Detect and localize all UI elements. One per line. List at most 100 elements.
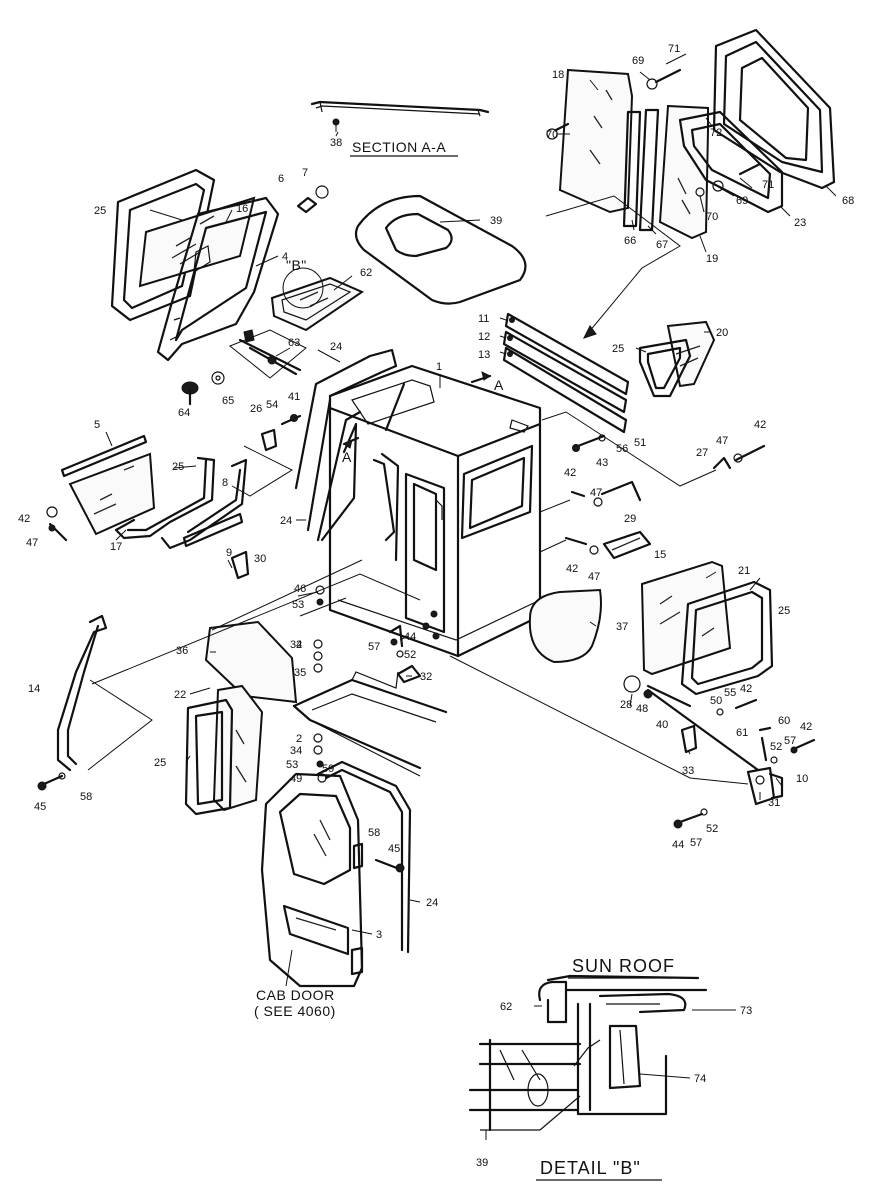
roll-frame: [294, 348, 406, 562]
left-leader: [231, 445, 294, 497]
callout-39: 39: [476, 1157, 488, 1169]
callout-53: 53: [286, 759, 298, 771]
callout-42: 42: [754, 419, 766, 431]
gas-strut: [238, 329, 302, 376]
callout-45: 45: [388, 843, 400, 855]
section-aa-profile: [310, 100, 490, 132]
callout-67: 67: [656, 239, 668, 251]
callout-72: 72: [710, 127, 722, 139]
bracket-8: [160, 458, 248, 550]
callout-19: 19: [706, 253, 718, 265]
callout-1: 1: [436, 361, 442, 373]
callout-34: 34: [290, 639, 302, 651]
rear-window-frame-23: [678, 110, 784, 214]
callout-65: 65: [222, 395, 234, 407]
callout-60: 60: [778, 715, 790, 727]
left-window-seal: [110, 168, 216, 322]
latch-6: [296, 196, 318, 214]
window-seal-25-lower: [184, 698, 234, 816]
callout-38: 38: [330, 137, 342, 149]
quarter-window-seal: [638, 338, 692, 398]
bolt-43: [572, 434, 606, 452]
floor-fasteners: [313, 585, 422, 783]
callout-41: 41: [288, 391, 300, 403]
callout-66: 66: [624, 235, 636, 247]
callout-53: 53: [292, 599, 304, 611]
callout-44: 44: [672, 839, 684, 851]
cab-body: [328, 364, 542, 658]
callout-42: 42: [566, 563, 578, 575]
washer-65: [211, 371, 225, 385]
bolt-set-center-right: [564, 480, 652, 560]
callout-24: 24: [426, 897, 438, 909]
callout-36: 36: [176, 645, 188, 657]
callout-52: 52: [404, 649, 416, 661]
bracket-9: [182, 512, 244, 548]
callout-3: 3: [376, 929, 382, 941]
callout-4: 4: [282, 251, 288, 263]
callout-42: 42: [800, 721, 812, 733]
right-fasteners: [673, 698, 816, 829]
callout-68: 68: [842, 195, 854, 207]
callout-21: 21: [738, 565, 750, 577]
callout-55: 55: [724, 687, 736, 699]
callout-numbers: 1 2 2 3 4 5 6 7 8 9 10 11 12 13 14 15 16…: [18, 43, 854, 1169]
callout-47: 47: [588, 571, 600, 583]
callout-70: 70: [546, 129, 558, 141]
cap-7: [315, 185, 329, 199]
callout-59: 59: [322, 763, 334, 775]
callout-39: 39: [490, 215, 502, 227]
rear-window-glass-18: [558, 68, 634, 214]
callout-71: 71: [668, 43, 680, 55]
latch-rod-40: [623, 675, 760, 772]
floor-frame: [91, 559, 448, 777]
latch-30: [230, 550, 250, 580]
detail-b-drawing: [468, 974, 708, 1132]
callout-56: 56: [616, 443, 628, 455]
section-arrows: [342, 371, 492, 449]
cab-floor-lines: [299, 597, 541, 641]
cab-door: [260, 772, 364, 988]
callout-40: 40: [656, 719, 668, 731]
callout-44: 44: [404, 631, 416, 643]
callout-leaders: [105, 53, 837, 1140]
bolt-41: [280, 414, 302, 426]
callout-42: 42: [564, 467, 576, 479]
callout-51: 51: [634, 437, 646, 449]
callout-7: 7: [302, 167, 308, 179]
callout-31: 31: [768, 797, 780, 809]
callout-54: 54: [266, 399, 278, 411]
callout-28: 28: [620, 699, 632, 711]
callout-47: 47: [590, 487, 602, 499]
lower-leader: [449, 655, 749, 785]
callout-24: 24: [330, 341, 342, 353]
callout-45: 45: [34, 801, 46, 813]
detail-b-marker: "B": [286, 257, 307, 273]
rear-window-strip-67: [638, 108, 660, 232]
callout-33: 33: [682, 765, 694, 777]
rear-group-leader: [545, 195, 681, 339]
callout-27: 27: [696, 447, 708, 459]
detail-b-caption: DETAIL "B": [540, 1158, 641, 1178]
callout-20: 20: [716, 327, 728, 339]
section-marker-a-top: A: [494, 377, 504, 393]
callout-52: 52: [706, 823, 718, 835]
door-seal-24: [316, 760, 412, 954]
callout-2: 2: [296, 733, 302, 745]
callout-25: 25: [612, 343, 624, 355]
callout-9: 9: [226, 547, 232, 559]
section-marker-a-left: A: [342, 449, 352, 465]
callout-25: 25: [154, 757, 166, 769]
callout-57: 57: [784, 735, 796, 747]
callout-13: 13: [478, 349, 490, 361]
handrail-14: [56, 614, 108, 772]
callout-69: 69: [632, 55, 644, 67]
callout-25: 25: [172, 461, 184, 473]
callout-63: 63: [288, 337, 300, 349]
rear-window-frame-68: [712, 28, 836, 190]
section-aa-caption: SECTION A-A: [352, 139, 446, 155]
sun-roof-caption: SUN ROOF: [572, 956, 675, 976]
bolt-leader-right: [541, 411, 717, 487]
callout-71: 71: [762, 179, 774, 191]
callout-8: 8: [222, 477, 228, 489]
